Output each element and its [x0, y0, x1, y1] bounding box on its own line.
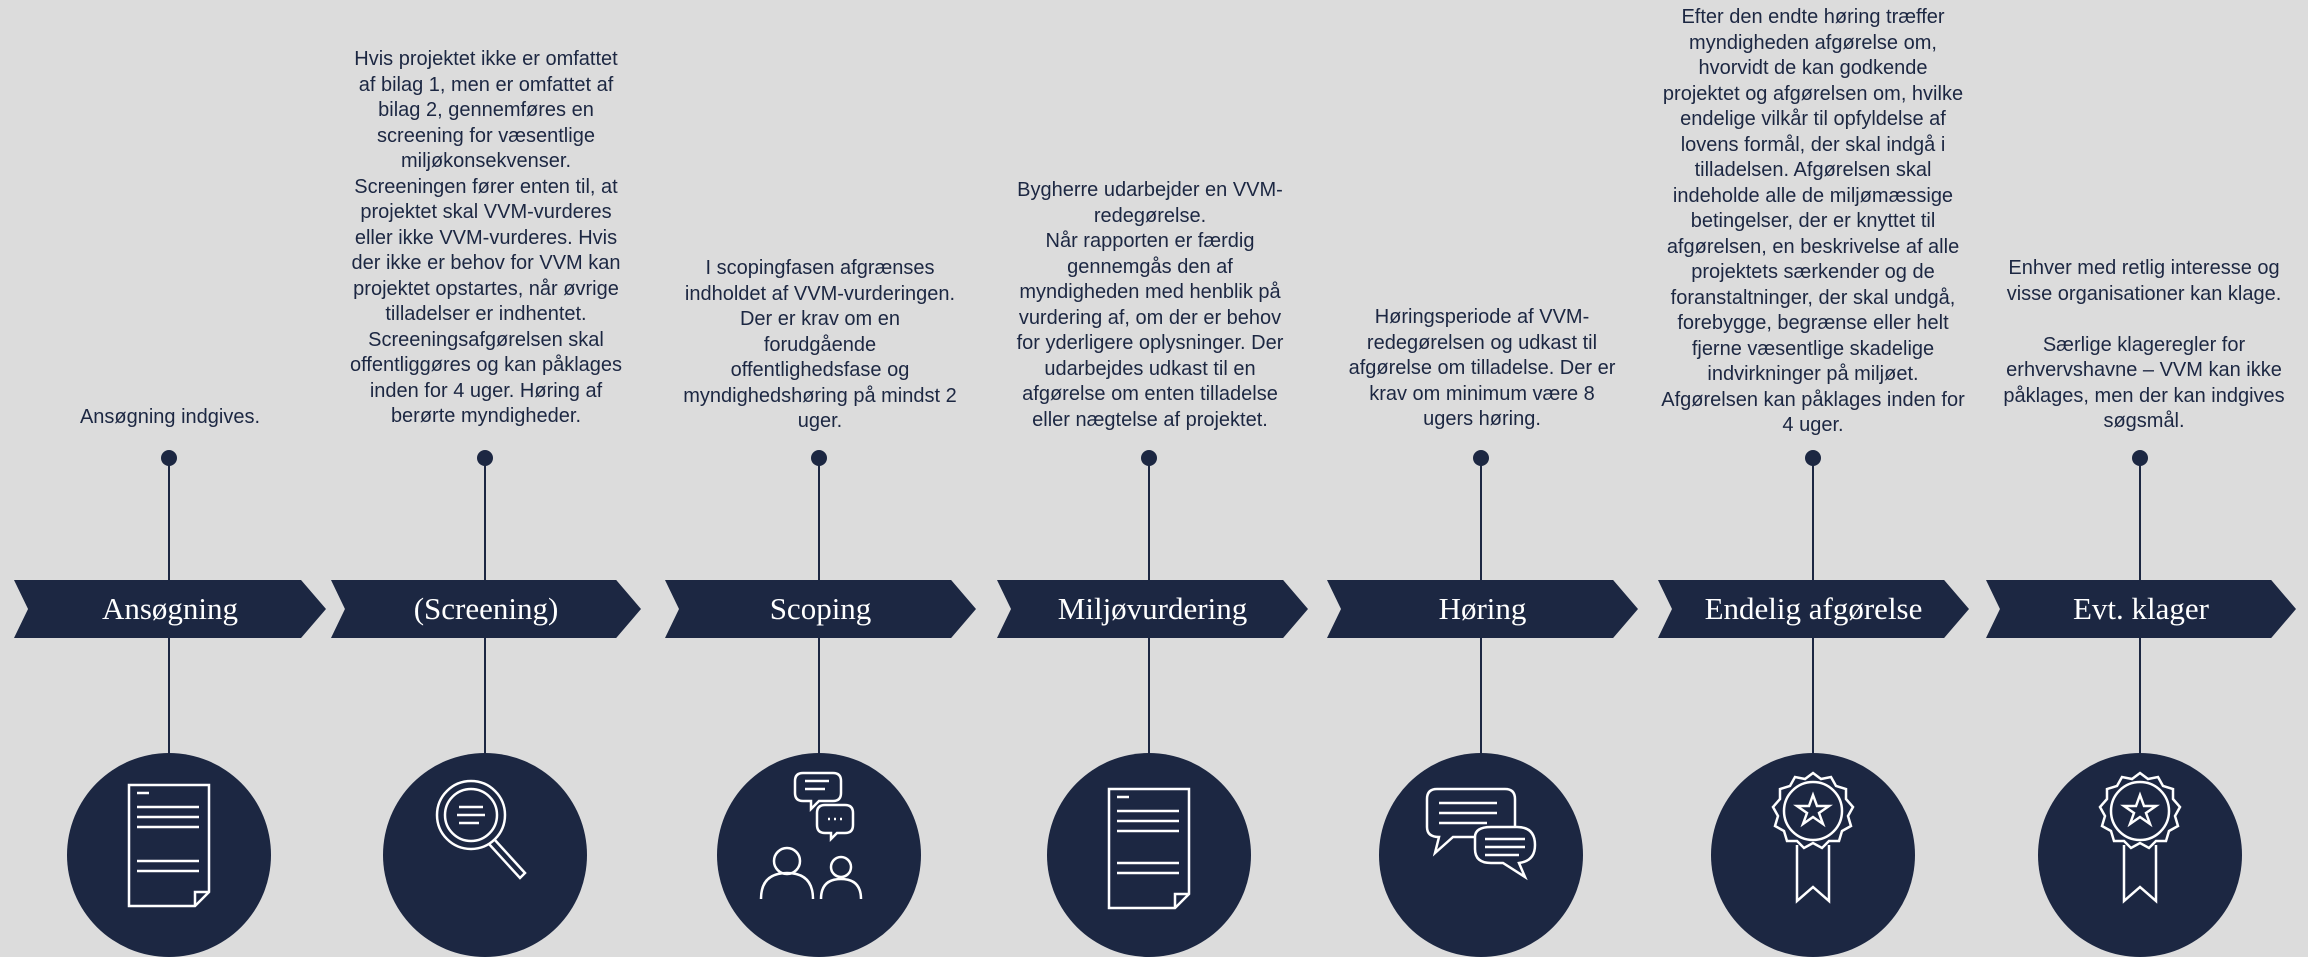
- timeline-connector: [2139, 458, 2141, 608]
- speech-bubbles-icon: [1425, 787, 1537, 881]
- timeline-connector: [1480, 458, 1482, 608]
- icon-connector: [1812, 638, 1814, 758]
- step-icon-circle: [1379, 753, 1583, 957]
- step-icon-circle: [2038, 753, 2242, 957]
- step-icon-circle: [717, 753, 921, 957]
- icon-connector: [1148, 638, 1150, 758]
- award-badge-icon: [1771, 771, 1855, 904]
- timeline-connector: [484, 458, 486, 608]
- step-label: Evt. klager: [2072, 591, 2209, 626]
- step-description: Hvis projektet ikke er omfattet af bilag…: [349, 48, 623, 427]
- step-label: Miljøvurdering: [1057, 591, 1248, 626]
- step-arrow-banner: (Screening): [331, 580, 641, 638]
- timeline-connector: [1812, 458, 1814, 608]
- step-ansoegning: Ansøgning indgives. Ansøgning: [0, 0, 340, 957]
- icon-connector: [484, 638, 486, 758]
- step-description: I scopingfasen afgrænses indholdet af VV…: [683, 257, 957, 432]
- step-icon-circle: [383, 753, 587, 957]
- icon-connector: [168, 638, 170, 758]
- step-description: Høringsperiode af VVM- redegørelsen og u…: [1348, 306, 1616, 430]
- step-miljoevurdering: Bygherre udarbejder en VVM- redegørelse.…: [980, 0, 1320, 957]
- step-screening: Hvis projektet ikke er omfattet af bilag…: [317, 0, 655, 957]
- step-label: Høring: [1438, 591, 1527, 626]
- step-description: Enhver med retlig interesse og visse org…: [2003, 257, 2285, 432]
- step-arrow-banner: Høring: [1327, 580, 1638, 638]
- people-chat-icon: [759, 771, 863, 900]
- document-icon: [1107, 787, 1191, 910]
- timeline-connector: [1148, 458, 1150, 608]
- step-label: Endelig afgørelse: [1704, 591, 1923, 626]
- step-arrow-banner: Miljøvurdering: [997, 580, 1308, 638]
- step-arrow-banner: Scoping: [665, 580, 976, 638]
- step-arrow-banner: Endelig afgørelse: [1658, 580, 1969, 638]
- step-scoping: I scopingfasen afgrænses indholdet af VV…: [650, 0, 990, 957]
- step-hoering: Høringsperiode af VVM- redegørelsen og u…: [1312, 0, 1652, 957]
- step-endelig-afgoerelse: Efter den endte høring træffer myndighed…: [1642, 0, 1984, 957]
- timeline-connector: [168, 458, 170, 608]
- magnifier-icon: [435, 779, 527, 880]
- step-label: (Screening): [413, 591, 559, 626]
- icon-connector: [1480, 638, 1482, 758]
- step-description: Efter den endte høring træffer myndighed…: [1661, 6, 1965, 436]
- step-icon-circle: [1711, 753, 1915, 957]
- step-arrow-banner: Ansøgning: [14, 580, 326, 638]
- document-icon: [127, 783, 211, 908]
- step-icon-circle: [1047, 753, 1251, 957]
- step-evt-klager: Enhver med retlig interesse og visse org…: [1980, 0, 2308, 957]
- step-label: Ansøgning: [101, 591, 239, 626]
- icon-connector: [2139, 638, 2141, 758]
- step-description: Bygherre udarbejder en VVM- redegørelse.…: [1016, 179, 1284, 431]
- step-icon-circle: [67, 753, 271, 957]
- step-label: Scoping: [769, 591, 872, 626]
- award-badge-icon: [2098, 771, 2182, 904]
- step-arrow-banner: Evt. klager: [1986, 580, 2296, 638]
- icon-connector: [818, 638, 820, 758]
- step-description: Ansøgning indgives.: [79, 406, 261, 428]
- timeline-connector: [818, 458, 820, 608]
